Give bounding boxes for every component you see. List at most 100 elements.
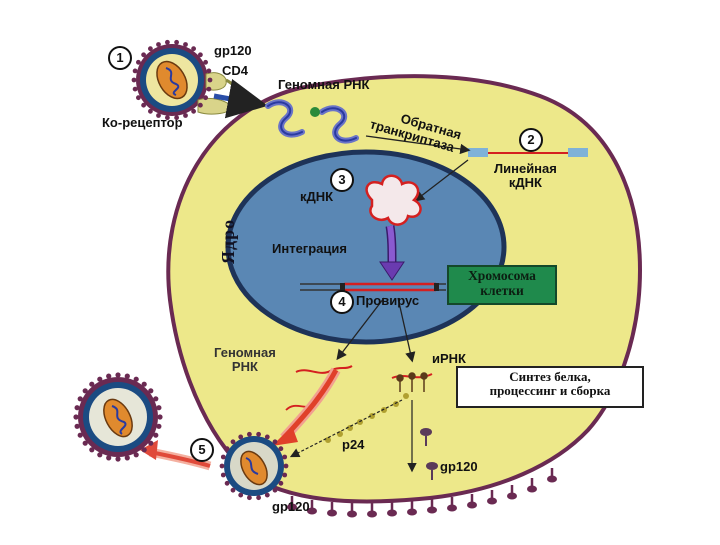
envelope-spike bbox=[141, 52, 147, 58]
step-5-badge: 5 bbox=[190, 438, 214, 462]
membrane-knob bbox=[427, 506, 437, 514]
budding-virion-spikes bbox=[219, 431, 289, 501]
budding-virion bbox=[224, 436, 284, 496]
envelope-spike bbox=[198, 102, 203, 108]
envelope-spike bbox=[165, 115, 170, 121]
envelope-spike bbox=[230, 487, 236, 493]
envelope-spike bbox=[206, 68, 212, 74]
label-p24: p24 bbox=[342, 437, 365, 452]
envelope-spike bbox=[247, 431, 252, 437]
membrane-knob bbox=[447, 504, 457, 512]
linear-cdna bbox=[468, 148, 588, 157]
envelope-spike bbox=[157, 414, 163, 420]
envelope-spike bbox=[203, 59, 209, 65]
envelope-spike bbox=[77, 432, 83, 438]
polyribosomes bbox=[391, 372, 433, 392]
membrane-knob bbox=[467, 501, 477, 509]
nuclear-import-arrow bbox=[413, 159, 469, 202]
envelope-spike bbox=[156, 423, 162, 429]
label-synthesis-line1: Синтез белка, bbox=[509, 369, 591, 384]
chromosome-box: Хромосома клетки bbox=[447, 265, 557, 305]
envelope-spike bbox=[148, 46, 153, 52]
label-coreceptor: Ко-рецептор bbox=[102, 115, 183, 130]
virion-entering-spikes bbox=[131, 39, 213, 121]
envelope-spike bbox=[256, 495, 261, 501]
envelope-spike bbox=[282, 472, 288, 478]
label-linear-cdna-line2: кДНК bbox=[508, 174, 542, 190]
label-cd4: CD4 bbox=[222, 63, 249, 78]
mature-virion bbox=[78, 377, 158, 457]
membrane-knob bbox=[527, 485, 537, 493]
envelope-spike bbox=[256, 431, 261, 437]
envelope-spike bbox=[156, 405, 162, 411]
envelope-spike bbox=[220, 472, 226, 478]
label-nucleus: Ядро bbox=[218, 218, 238, 264]
envelope-spike bbox=[282, 454, 288, 460]
envelope-spike bbox=[191, 108, 197, 114]
envelope-spike bbox=[133, 452, 139, 458]
host-chromosome bbox=[300, 282, 446, 292]
envelope-spike bbox=[115, 372, 121, 378]
label-gp120-bottom: gp120 bbox=[272, 499, 310, 514]
membrane-knob bbox=[387, 509, 397, 517]
envelope-spike bbox=[272, 487, 278, 493]
step-1-badge: 1 bbox=[108, 46, 132, 70]
envelope-spike bbox=[264, 492, 270, 498]
envelope-spike bbox=[272, 439, 278, 445]
envelope-spike bbox=[77, 396, 83, 402]
envelope-spike bbox=[174, 39, 180, 45]
envelope-spike bbox=[132, 68, 138, 74]
envelope-spike bbox=[106, 455, 112, 461]
label-provirus: Провирус bbox=[356, 293, 420, 308]
membrane-knob bbox=[547, 475, 557, 483]
step-3-badge: 3 bbox=[330, 168, 354, 192]
envelope-spike bbox=[224, 480, 230, 486]
membrane-knob bbox=[327, 509, 337, 517]
envelope-spike bbox=[153, 396, 159, 402]
membrane-knob bbox=[347, 510, 357, 518]
envelope-spike bbox=[198, 52, 203, 58]
membrane-glycoproteins bbox=[287, 468, 557, 518]
membrane-knob bbox=[287, 503, 297, 511]
envelope-spike bbox=[89, 381, 95, 387]
envelope-spike bbox=[89, 447, 95, 453]
envelope-spike bbox=[141, 381, 147, 387]
envelope-spike bbox=[264, 434, 270, 440]
envelope-spike bbox=[136, 95, 141, 101]
transcription-arrow-mrna bbox=[397, 297, 416, 363]
label-cdna: кДНК bbox=[300, 189, 334, 204]
envelope-spike bbox=[115, 456, 121, 462]
envelope-spike bbox=[74, 423, 80, 429]
mature-virion-spikes bbox=[73, 372, 163, 462]
cdna-circular bbox=[365, 174, 422, 226]
envelope-spike bbox=[230, 439, 236, 445]
step-2-badge: 2 bbox=[519, 128, 543, 152]
envelope-spike bbox=[174, 115, 180, 121]
rt-arrow bbox=[365, 135, 471, 155]
envelope-spike bbox=[106, 373, 112, 379]
label-mrna: иРНК bbox=[432, 351, 466, 366]
envelope-spike bbox=[224, 446, 230, 452]
envelope-spike bbox=[156, 42, 161, 47]
envelope-spike bbox=[207, 77, 213, 83]
label-linear-cdna-line1: Линейная bbox=[494, 161, 557, 176]
envelope-spike bbox=[283, 463, 289, 469]
envelope-spike bbox=[131, 77, 137, 83]
envelope-spike bbox=[74, 405, 80, 411]
envelope-spike bbox=[238, 434, 244, 440]
p24-arrow bbox=[289, 399, 403, 458]
envelope-spike bbox=[141, 102, 147, 108]
envelope-spike bbox=[156, 113, 161, 118]
membrane-knob bbox=[367, 510, 377, 518]
membrane-knob bbox=[407, 508, 417, 516]
envelope-spike bbox=[153, 432, 159, 438]
envelope-spike bbox=[97, 452, 103, 458]
envelope-spike bbox=[82, 388, 88, 394]
membrane-knob bbox=[307, 507, 317, 515]
virion-entering bbox=[136, 44, 208, 116]
label-linear-cdna: Линейная кДНК bbox=[494, 162, 557, 189]
envelope-spike bbox=[124, 373, 130, 379]
label-chromosome-line2: клетки bbox=[480, 282, 524, 298]
label-integration: Интеграция bbox=[272, 241, 347, 256]
